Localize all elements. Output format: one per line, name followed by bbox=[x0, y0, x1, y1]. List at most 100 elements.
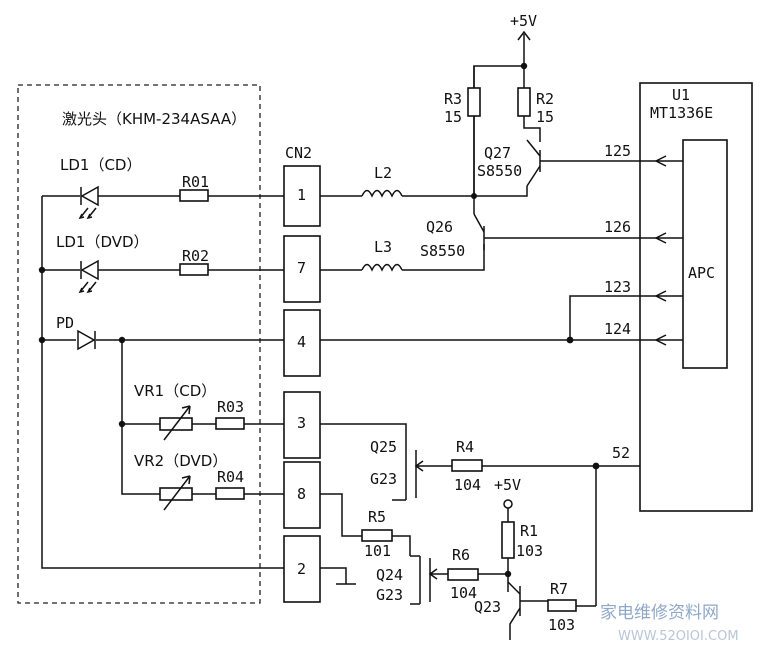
ld1-dvd-diode bbox=[78, 259, 99, 294]
r2-resistor bbox=[517, 87, 531, 117]
q26-transistor bbox=[473, 213, 640, 250]
r7-label: R7 bbox=[550, 580, 568, 598]
q24-label: Q24 bbox=[376, 566, 403, 584]
junction-dot bbox=[592, 462, 600, 470]
ld1-dvd-label: LD1（DVD） bbox=[56, 233, 149, 251]
cn2-pin-label: 8 bbox=[297, 485, 306, 503]
cn2-pin-box bbox=[283, 235, 321, 303]
ic-u1-part: MT1336E bbox=[650, 104, 713, 122]
pin-123-label: 123 bbox=[604, 278, 631, 296]
cn2-connector bbox=[283, 165, 321, 603]
cn2-pin-label: 4 bbox=[297, 333, 306, 351]
supply-mid-label: +5V bbox=[494, 476, 521, 494]
q27-emitter-wire bbox=[474, 186, 528, 197]
pin-126-arrow bbox=[654, 232, 667, 244]
q27-part: S8550 bbox=[477, 162, 522, 180]
q24-transistor bbox=[410, 555, 448, 605]
supply-top-label: +5V bbox=[510, 12, 537, 30]
watermark-url: WWW.52OIOI.COM bbox=[618, 629, 739, 644]
q23-transistor bbox=[507, 581, 550, 640]
q25-label: Q25 bbox=[370, 438, 397, 456]
cn2-label: CN2 bbox=[285, 144, 312, 162]
cn2-pin-label: 2 bbox=[297, 560, 306, 578]
junction-dot bbox=[118, 420, 126, 428]
r1-label: R1 bbox=[520, 522, 538, 540]
pin-124-arrow bbox=[654, 334, 667, 346]
apc-block bbox=[682, 139, 728, 369]
r6-resistor bbox=[447, 568, 479, 581]
pin-123-wire bbox=[569, 295, 683, 340]
ld1-cd-diode bbox=[78, 185, 99, 220]
q27-label: Q27 bbox=[484, 144, 511, 162]
r02-resistor bbox=[179, 263, 209, 276]
r5-resistor bbox=[361, 529, 393, 542]
cn2-pin-box bbox=[283, 309, 321, 377]
pin-124-label: 124 bbox=[604, 320, 631, 338]
r1-value: 103 bbox=[516, 542, 543, 560]
q23-label: Q23 bbox=[474, 598, 501, 616]
r7-resistor bbox=[547, 599, 577, 612]
l3-label: L3 bbox=[374, 238, 392, 256]
r03-resistor bbox=[215, 417, 245, 430]
q26-part: S8550 bbox=[420, 242, 465, 260]
r01-label: R01 bbox=[182, 173, 209, 191]
laser-head-boundary bbox=[17, 84, 261, 604]
r1-resistor bbox=[501, 521, 515, 559]
r4-wire bbox=[482, 465, 640, 606]
r04-label: R04 bbox=[217, 468, 244, 486]
r4-value: 104 bbox=[454, 476, 481, 494]
cn2-pin-label: 7 bbox=[297, 259, 306, 277]
pin-126-label: 126 bbox=[604, 218, 631, 236]
vr-branch-wire bbox=[121, 340, 284, 495]
r5-label: R5 bbox=[368, 508, 386, 526]
vr2-label: VR2（DVD） bbox=[134, 452, 227, 470]
r6-value: 104 bbox=[450, 584, 477, 602]
r2-value: 15 bbox=[536, 108, 554, 126]
q24-part: G23 bbox=[376, 586, 403, 604]
r6-label: R6 bbox=[452, 546, 470, 564]
junction-dot bbox=[520, 62, 528, 70]
q27-transistor bbox=[526, 139, 640, 187]
laser-head-title: 激光头（KHM-234ASAA） bbox=[62, 110, 246, 128]
r3-resistor bbox=[467, 87, 481, 117]
pin-125-label: 125 bbox=[604, 142, 631, 160]
r4-resistor bbox=[451, 459, 483, 472]
supply-mid-terminal bbox=[503, 499, 513, 509]
ground-symbol bbox=[320, 567, 356, 585]
pin-123-arrow bbox=[654, 290, 667, 302]
supply-top-wire bbox=[473, 34, 541, 196]
cn2-pin-box bbox=[283, 391, 321, 459]
pd-diode bbox=[77, 329, 96, 351]
watermark-cn: 家电维修资料网 bbox=[600, 603, 719, 623]
cn2-pin-box bbox=[283, 461, 321, 529]
pd-label: PD bbox=[56, 314, 74, 332]
cn2-pin-label: 3 bbox=[297, 414, 306, 432]
pin3-wire bbox=[320, 423, 407, 448]
l3-wire bbox=[320, 250, 485, 271]
r3-value: 15 bbox=[444, 108, 462, 126]
pin-125-arrow bbox=[654, 155, 667, 167]
r3-label: R3 bbox=[444, 90, 462, 108]
common-rail-wire bbox=[41, 196, 284, 569]
junction-dot bbox=[504, 570, 512, 578]
r02-label: R02 bbox=[182, 247, 209, 265]
pin8-wire bbox=[320, 493, 411, 556]
supply-top-arrow bbox=[517, 30, 531, 41]
ld1-cd-label: LD1（CD） bbox=[60, 156, 141, 174]
r7-value: 103 bbox=[548, 616, 575, 634]
q25-transistor bbox=[392, 448, 452, 501]
r04-resistor bbox=[215, 487, 245, 500]
l2-label: L2 bbox=[374, 164, 392, 182]
r01-resistor bbox=[179, 189, 209, 202]
q26-label: Q26 bbox=[426, 218, 453, 236]
apc-label: APC bbox=[688, 264, 715, 282]
r4-label: R4 bbox=[456, 438, 474, 456]
l2-inductor bbox=[361, 189, 403, 198]
cn2-pin-box bbox=[283, 535, 321, 603]
r03-label: R03 bbox=[217, 398, 244, 416]
vr1-potentiometer bbox=[159, 405, 193, 441]
cn2-pin-label: 1 bbox=[297, 186, 306, 204]
r5-value: 101 bbox=[364, 542, 391, 560]
ic-u1-ref: U1 bbox=[672, 86, 690, 104]
